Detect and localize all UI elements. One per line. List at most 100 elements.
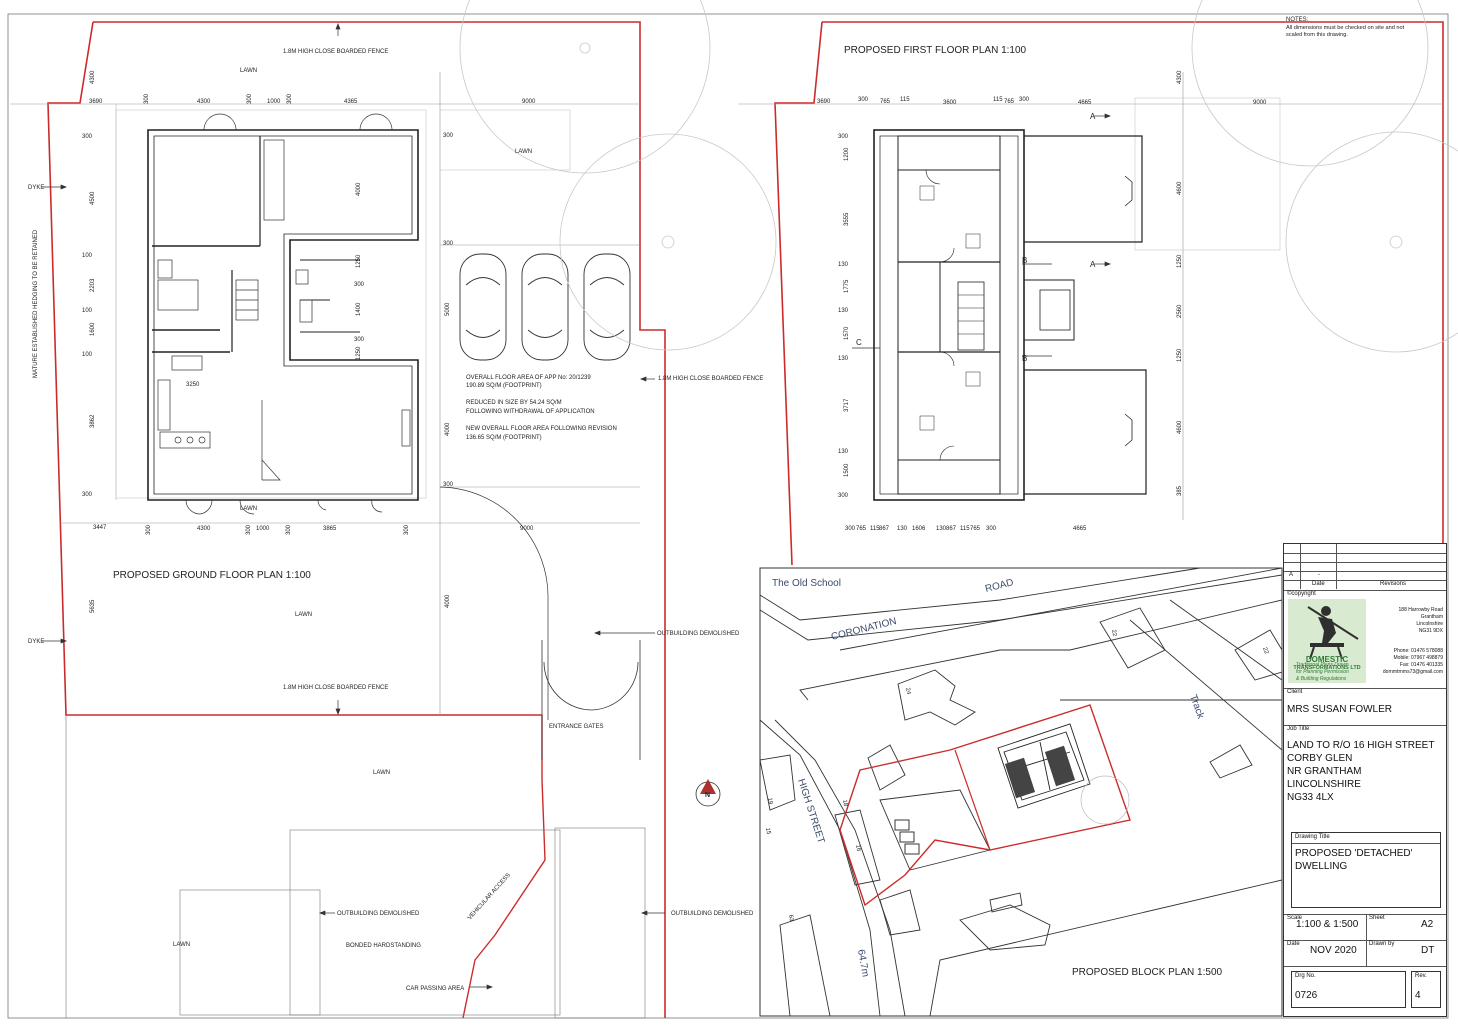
gf-dim-bottom: 1000	[256, 526, 270, 532]
gf-dim-mid: 1400	[356, 302, 362, 316]
ff-dim-top: 115	[900, 97, 910, 103]
ff-dim-left: 3555	[844, 212, 850, 226]
drawing-title-line-1: PROPOSED 'DETACHED'	[1295, 848, 1413, 859]
ff-dim-bottom: 4665	[1073, 526, 1087, 532]
date-value: NOV 2020	[1310, 945, 1357, 956]
gf-dim-left: 4500	[90, 191, 96, 205]
revision-dash: -	[1318, 572, 1320, 578]
ff-dim-bottom: 115	[870, 526, 880, 532]
gf-dim-mid: 4000	[356, 182, 362, 196]
revision-number-label: Rev.	[1415, 973, 1427, 979]
site-boundary-ground-left	[47, 21, 542, 716]
drawing-title-box: Drawing Title PROPOSED 'DETACHED' DWELLI…	[1291, 832, 1441, 908]
email-address: dornmtrnms73@gmail.com	[1382, 669, 1443, 675]
dyke-label-1: DYKE	[28, 185, 44, 191]
address-line: NG31 9DX	[1418, 628, 1443, 634]
house-number: 22	[1110, 629, 1117, 637]
ff-dim-bottom: 867	[946, 526, 957, 532]
tagline-1: Traditional Plans Drawn	[1296, 662, 1349, 668]
ff-dim-bottom: 300	[986, 526, 997, 532]
gf-dim-right: 300	[443, 482, 454, 488]
drawing-number-label: Drg No.	[1295, 973, 1316, 979]
gf-dim-mid: 1250	[356, 254, 362, 268]
gf-dim-bottom: 300	[146, 524, 152, 535]
gf-dim-top: 3690	[89, 99, 103, 105]
lawn-label-top: LAWN	[240, 68, 257, 74]
gf-dim-left: 100	[82, 308, 93, 314]
house-number: 24	[904, 687, 911, 695]
ff-dim-top: 300	[858, 97, 869, 103]
drawn-by-label: Drawn by	[1369, 941, 1395, 947]
ff-dim-left: 130	[838, 308, 849, 314]
client-label: Client	[1287, 689, 1303, 695]
gf-dim-bottom: 3865	[323, 526, 337, 532]
gf-dim-bottom: 300	[246, 524, 252, 535]
gf-dim-top: 300	[247, 93, 253, 104]
ff-dim-top: 115	[993, 97, 1003, 103]
area-note-2a: REDUCED IN SIZE BY 54.24 SQ/M	[466, 400, 562, 406]
notes-line-2: scaled from this drawing.	[1286, 32, 1348, 38]
section-mark-a2: A	[1090, 260, 1096, 269]
area-note-2b: FOLLOWING WITHDRAWAL OF APPLICATION	[466, 409, 595, 415]
lawn-label-south: LAWN	[295, 612, 312, 618]
job-title-line: LINCOLNSHIRE	[1287, 779, 1361, 790]
ff-dim-top: 765	[880, 99, 891, 105]
ff-dim-bottom: 130	[897, 526, 908, 532]
gf-dim-left: 300	[82, 134, 93, 140]
fax-number: Fax: 01476 401335	[1399, 662, 1443, 668]
revision-table: A - Date Revisions	[1284, 544, 1446, 591]
revision-date-label: Date	[1312, 581, 1325, 587]
site-boundary-first-left	[774, 21, 823, 566]
tree-canopies	[459, 0, 777, 351]
outbuilding-label-2: OUTBUILDING DEMOLISHED	[337, 911, 420, 917]
lawn-label-front: LAWN	[240, 506, 257, 512]
revision-number: 4	[1415, 990, 1421, 1001]
gf-dim-bottom: 4300	[197, 526, 211, 532]
ground-floor-plan	[10, 0, 777, 1019]
ff-dim-right: 4600	[1177, 420, 1183, 434]
lawn-label-lower: LAWN	[373, 770, 390, 776]
gf-dim-top: 300	[144, 93, 150, 104]
gf-dim-mid: 300	[354, 282, 365, 288]
job-title-label: Job Title	[1287, 726, 1310, 732]
gf-dim-left: 2203	[90, 278, 96, 292]
ff-dim-right: 4300	[1177, 70, 1183, 84]
gf-dim-bottom: 3447	[93, 525, 107, 531]
gf-dim-top: 1000	[267, 99, 281, 105]
revisions-label: Revisions	[1380, 581, 1407, 587]
gf-dim-left: 1600	[90, 322, 96, 336]
north-label: N	[705, 792, 710, 799]
gf-dim-bottom: 300	[286, 524, 292, 535]
drawing-title-label: Drawing Title	[1295, 834, 1330, 840]
first-floor-title: PROPOSED FIRST FLOOR PLAN 1:100	[844, 45, 1027, 56]
scale-label: Scale	[1287, 915, 1303, 921]
area-note-3a: NEW OVERALL FLOOR AREA FOLLOWING REVISIO…	[466, 426, 617, 432]
section-mark-a1: A	[1090, 112, 1096, 121]
sheet-size: A2	[1421, 919, 1434, 930]
lawn-label-bottom: LAWN	[173, 942, 190, 948]
address-line: 188 Harrowby Road	[1398, 607, 1443, 613]
first-floor-labels: PROPOSED FIRST FLOOR PLAN 1:100 A A B B …	[844, 45, 1096, 363]
section-mark-c: C	[856, 338, 862, 347]
draughtsman-icon	[1307, 606, 1359, 660]
ff-dim-bottom: 765	[856, 526, 867, 532]
gf-dim-left: 3862	[90, 414, 96, 428]
block-plan	[759, 567, 1283, 1017]
ff-dim-right: 4600	[1177, 181, 1183, 195]
ff-dim-left: 1570	[844, 326, 850, 340]
company-name-1: DOMESTIC	[1305, 655, 1349, 664]
tagline-3: & Building Regulations	[1296, 676, 1347, 682]
gf-dim-right: 300	[443, 241, 454, 247]
block-plan-title: PROPOSED BLOCK PLAN 1:500	[1072, 967, 1223, 978]
vehicular-access-label: VEHICULAR ACCESS	[467, 872, 512, 921]
gf-dim-left: 4300	[90, 70, 96, 84]
ff-dim-bottom: 867	[879, 526, 890, 532]
mobile-number: Mobile: 07967 498879	[1393, 655, 1444, 661]
company-address: 188 Harrowby Road Grantham Lincolnshire …	[1399, 607, 1443, 635]
first-floor-plan	[738, 0, 1458, 580]
area-note-1a: OVERALL FLOOR AREA OF APP No: 20/1239	[466, 375, 591, 381]
drawn-by-value: DT	[1421, 945, 1435, 956]
house-number: 19	[766, 797, 773, 805]
